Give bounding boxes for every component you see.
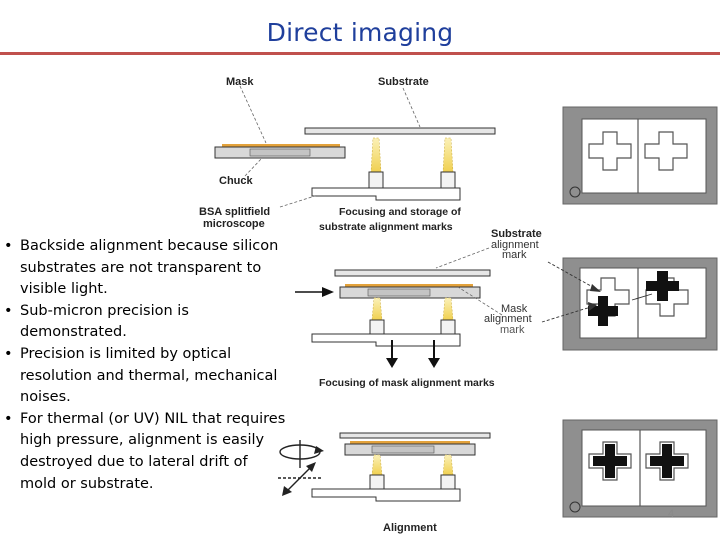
arrow-down-left	[386, 358, 398, 368]
caption-1-line1: Focusing and storage of	[339, 206, 461, 218]
cross-outline-left	[588, 131, 632, 171]
label-mask-mark-line2: alignment	[484, 313, 532, 325]
label-sub-mark-line1: Substrate	[491, 228, 542, 240]
label-substrate: Substrate	[378, 76, 429, 88]
label-bsa-line2: microscope	[203, 218, 265, 230]
label-mask-mark-line1: Mask	[501, 303, 528, 315]
substrate-plate	[304, 127, 496, 135]
panel-3: Alignment	[278, 419, 718, 534]
arrow-down-right	[428, 358, 440, 368]
caption-3: Alignment	[383, 522, 437, 534]
caption-1-line2: substrate alignment marks	[319, 221, 453, 233]
bullet-item: Sub-micron precision is demonstrated.	[4, 301, 288, 344]
bullet-item: Precision is limited by optical resoluti…	[4, 344, 288, 409]
bullet-item: For thermal (or UV) NIL that requires hi…	[4, 409, 288, 495]
label-mask: Mask	[226, 76, 254, 88]
panel-2: Substrate alignment mark Mask alignment …	[295, 228, 718, 389]
cross-solid-right	[646, 271, 679, 301]
arrow-right	[322, 287, 334, 297]
beam-left	[370, 137, 382, 173]
title-underline	[0, 52, 720, 55]
page-number: 4	[668, 508, 675, 520]
beam-right	[442, 137, 454, 173]
cross-outline-right	[644, 131, 688, 171]
microscope-body	[311, 187, 461, 201]
label-mask-mark-line3: mark	[500, 324, 525, 336]
label-bsa-line1: BSA splitfield	[199, 206, 270, 218]
mask-layer	[222, 144, 340, 147]
caption-2: Focusing of mask alignment marks	[319, 377, 495, 389]
cross-aligned-right	[650, 444, 684, 478]
label-sub-mark-line3: mark	[502, 249, 527, 261]
bullet-item: Backside alignment because silicon subst…	[4, 236, 288, 301]
bullet-list: Backside alignment because silicon subst…	[4, 236, 288, 495]
label-sub-mark-line2: alignment	[491, 239, 539, 251]
cross-aligned-left	[593, 444, 627, 478]
panel-1: Mask Substrate Chuck BSA splitfield micr…	[199, 76, 718, 233]
label-chuck: Chuck	[219, 175, 254, 187]
cross-solid-left	[588, 296, 618, 326]
slide-title: Direct imaging	[266, 18, 454, 47]
